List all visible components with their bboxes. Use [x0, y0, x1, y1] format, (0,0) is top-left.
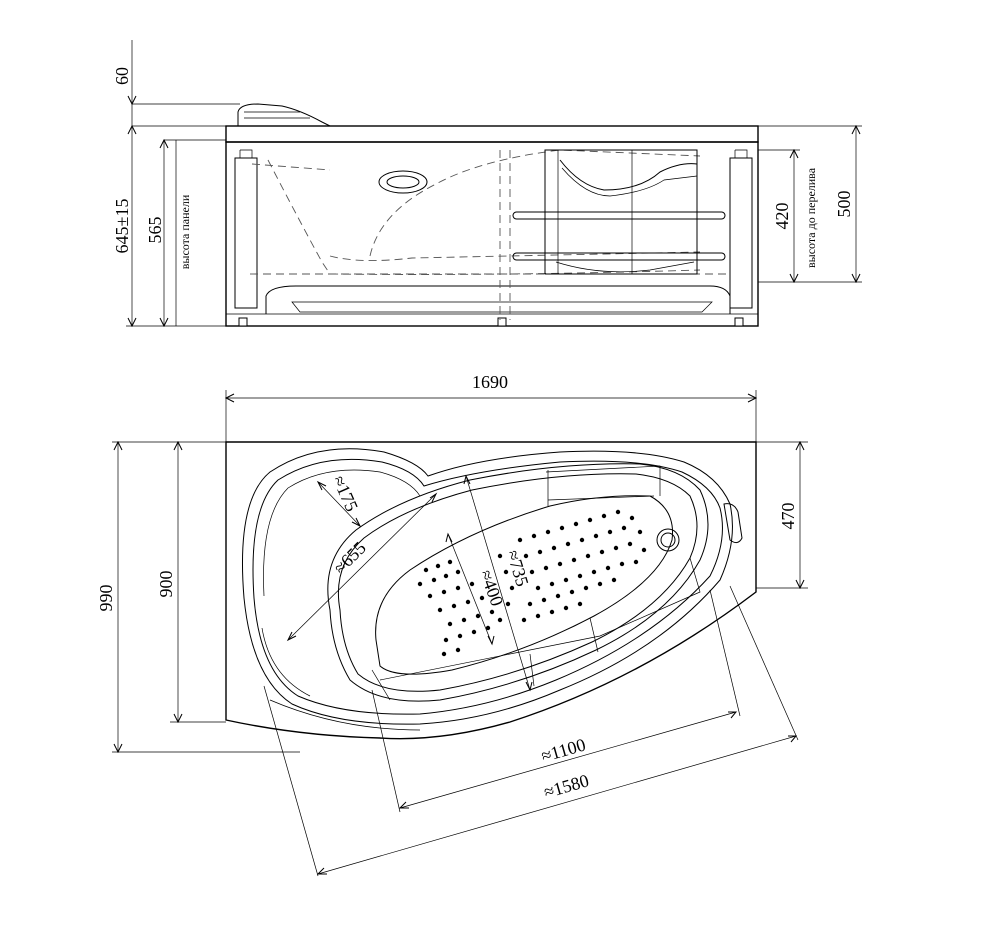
tub-floor [375, 495, 674, 675]
dim-overflow-height: 420 [772, 203, 792, 230]
handle-upper [512, 211, 726, 220]
dim-inner-depth: 900 [156, 571, 176, 598]
side-view: 60 645±15 565 высота панели 420 высота д… [112, 40, 862, 328]
side-view-body [225, 141, 759, 327]
hydromassage-jets [417, 509, 647, 657]
dim-seat-radius: ≈175 [329, 473, 362, 515]
drain [656, 528, 680, 552]
side-grip [723, 503, 743, 544]
dim-overall-length: 1690 [472, 372, 508, 392]
left-support [234, 157, 258, 309]
overflow-fitting [378, 170, 428, 194]
right-support [729, 157, 753, 309]
side-view-rim [225, 125, 759, 143]
dim-rim-height: 500 [834, 191, 854, 218]
dim-bowl-width: ≈655 [330, 538, 370, 578]
bowl-outline [327, 463, 709, 702]
dim-inner-width: ≈735 [503, 548, 533, 589]
dim-total-height: 645±15 [112, 199, 132, 254]
label-overflow-height: высота до перелива [804, 167, 818, 268]
headrest [237, 103, 331, 127]
handle-lower [512, 252, 726, 261]
dim-overall-depth: 990 [96, 585, 116, 612]
dim-right-depth: 470 [778, 503, 798, 530]
top-view: 1690 990 900 470 ≈175 ≈655 ≈735 ≈400 [96, 372, 808, 877]
hidden-bowl-outline [267, 159, 701, 275]
side-view-base [265, 285, 731, 314]
dim-headrest-height: 60 [112, 67, 132, 85]
top-view-outline [225, 441, 757, 740]
label-panel-height: высота панели [178, 194, 192, 269]
dim-panel-height: 565 [145, 217, 165, 244]
dim-foot-width: ≈400 [476, 567, 507, 609]
